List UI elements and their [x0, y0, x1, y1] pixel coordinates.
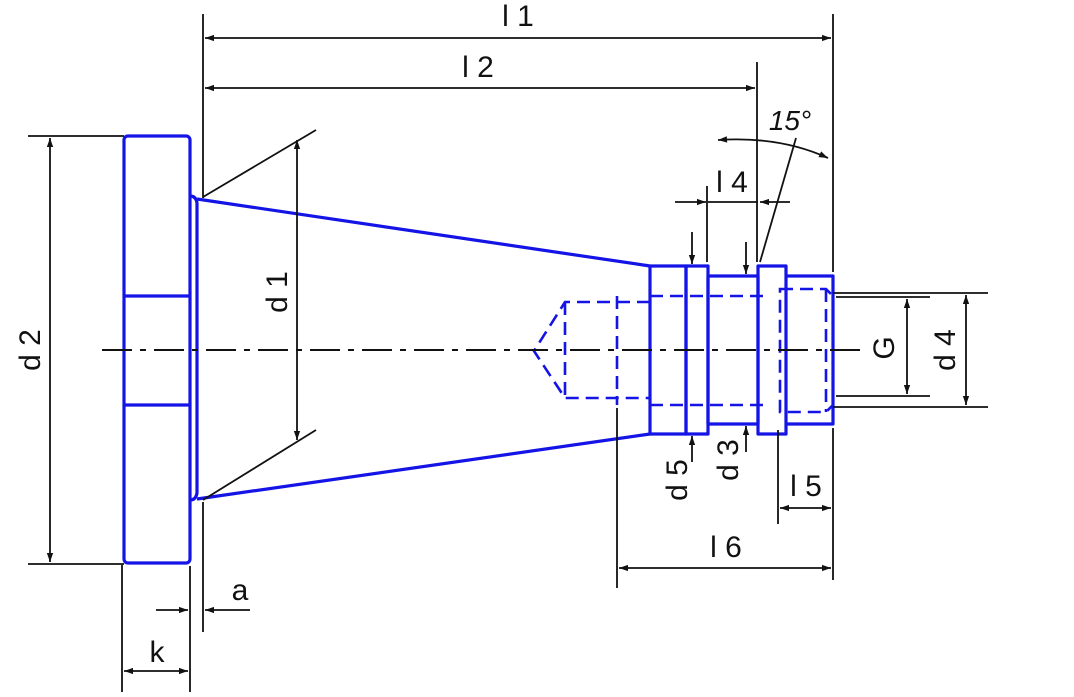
label-G: G [868, 336, 901, 359]
label-d5: d 5 [661, 459, 694, 501]
label-k: k [150, 636, 166, 669]
label-d2: d 2 [14, 329, 47, 371]
label-a: a [232, 574, 249, 607]
dimension-lines [28, 14, 988, 692]
label-l1: l 1 [502, 0, 534, 33]
label-l2: l 2 [462, 51, 494, 84]
taper-bottom-edge [196, 432, 651, 501]
label-d4: d 4 [929, 329, 962, 371]
flange-neck [189, 194, 199, 502]
label-angle: 15° [769, 105, 811, 136]
label-d1: d 1 [261, 271, 294, 313]
part-outline [122, 134, 835, 565]
label-d3: d 3 [712, 439, 745, 481]
dimension-labels: l 1 l 2 l 4 l 5 l 6 k a 15° d 2 d 1 d 5 … [14, 0, 962, 669]
label-l6: l 6 [710, 531, 742, 564]
label-l5: l 5 [790, 470, 822, 503]
taper-top-edge [196, 197, 651, 268]
label-l4: l 4 [716, 166, 748, 199]
